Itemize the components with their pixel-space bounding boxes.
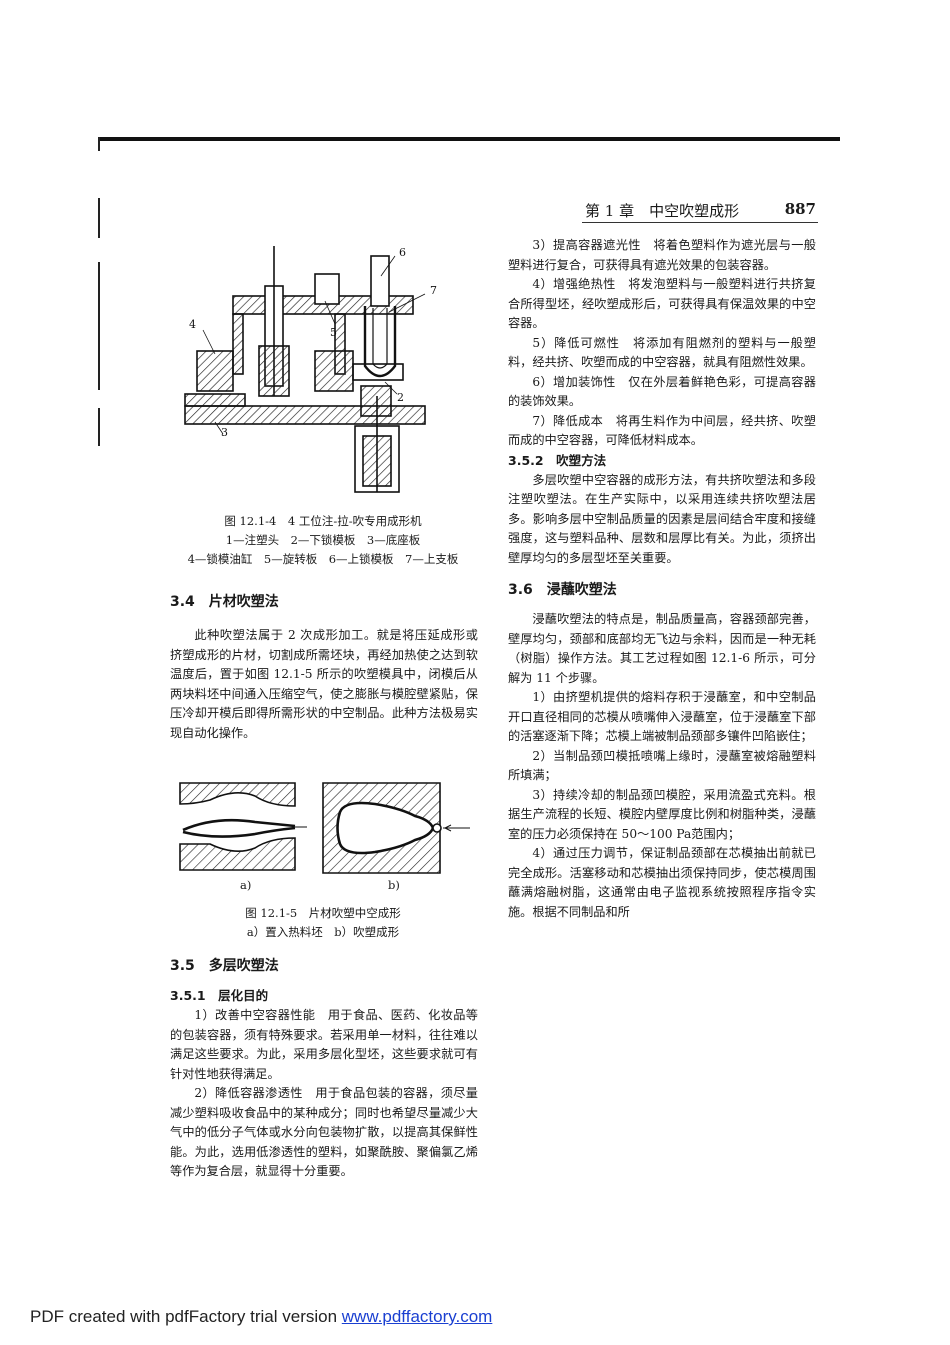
pdf-footer: PDF created with pdfFactory trial versio…: [30, 1307, 492, 1327]
figure-caption: 图 12.1-5 片材吹塑中空成形: [245, 906, 401, 920]
list-item: 2）当制品颈凹模抵喷嘴上缘时，浸蘸室被熔融塑料所填满；: [508, 748, 816, 783]
list-item: 5）降低可燃性 将添加有阻燃剂的塑料与一般塑料，经共挤、吹塑而成的中空容器，就具…: [508, 335, 816, 370]
list-item: 4）通过压力调节，保证制品颈部在芯模抽出前就已完全成形。活塞移动和芯模抽出须保持…: [508, 846, 816, 919]
margin-line: [98, 408, 100, 446]
figure-12-1-4-drawing: 3 2 4 5 6 7: [184, 246, 437, 493]
left-column-top: 3.4 片材吹塑法 此种吹塑法属于 2 次成形加工。就是将压延成形或挤塑成形的片…: [170, 590, 478, 743]
page-number: 887: [784, 200, 816, 218]
fig4-label-4: 4: [189, 318, 196, 331]
margin-line: [98, 137, 100, 151]
fig4-label-1: 3: [221, 426, 228, 439]
fig5-label-b: b): [388, 878, 400, 892]
top-rule: [100, 137, 840, 141]
list-item: 1）改善中空容器性能 用于食品、医药、化妆品等的包装容器，须有特殊要求。若采用单…: [170, 1008, 478, 1081]
fig5-label-a: a): [240, 878, 252, 892]
figure-legend: 4—锁模油缸 5—旋转板 6—上锁模板 7—上支板: [187, 552, 459, 566]
list-item: 4）增强绝热性 将发泡塑料与一般塑料进行共挤复合所得型坯，经吹塑成形后，可获得具…: [508, 277, 816, 330]
subsection-heading-3-5-2: 3.5.2 吹塑方法: [508, 452, 607, 468]
list-item: 3）持续冷却的制品颈凹模腔，采用流盈式充料。根据生产流程的长短、模腔内壁厚度比例…: [508, 787, 816, 841]
figure-caption: 图 12.1-4 4 工位注-拉-吹专用成形机: [224, 514, 422, 528]
list-item: 1）由挤塑机提供的熔料存积于浸蘸室，和中空制品开口直径相同的芯模从喷嘴伸入浸蘸室…: [508, 690, 816, 743]
fig4-label-7: 7: [430, 284, 437, 297]
paragraph: 此种吹塑法属于 2 次成形加工。就是将压延成形或挤塑成形的片材，切割成所需坯块，…: [170, 628, 478, 740]
section-heading-3-6: 3.6 浸蘸吹塑法: [508, 582, 617, 598]
margin-line: [98, 198, 100, 238]
list-item: 6）增加装饰性 仅在外层着鲜艳色彩，可提高容器的装饰效果。: [508, 374, 816, 409]
figure-legend: 1—注塑头 2—下锁模板 3—底座板: [225, 533, 421, 547]
left-column-bottom: 3.5 多层吹塑法 3.5.1 层化目的 1）改善中空容器性能 用于食品、医药、…: [170, 954, 478, 1182]
fig4-label-5: 5: [330, 326, 337, 339]
subsection-heading-3-5-1: 3.5.1 层化目的: [170, 988, 269, 1003]
footer-text: PDF created with pdfFactory trial versio…: [30, 1307, 342, 1326]
footer-link[interactable]: www.pdffactory.com: [341, 1307, 493, 1326]
right-column: 3）提高容器遮光性 将着色塑料作为遮光层与一般塑料进行复合，可获得具有遮光效果的…: [508, 236, 816, 922]
figure-12-1-5-drawing: [179, 782, 470, 874]
figure-12-1-5-caption-block: 图 12.1-5 片材吹塑中空成形 a）置入热料坯 b）吹塑成形: [168, 904, 478, 942]
chapter-title: 第 1 章 中空吹塑成形: [585, 202, 740, 220]
header-rule: [582, 222, 818, 223]
paragraph: 多层吹塑中空容器的成形方法，有共挤吹塑法和多段注塑吹塑法。在生产实际中，以采用连…: [508, 472, 816, 565]
margin-line: [98, 262, 100, 390]
figure-12-1-4-caption-block: 图 12.1-4 4 工位注-拉-吹专用成形机 1—注塑头 2—下锁模板 3—底…: [168, 512, 478, 569]
fig4-label-2: 2: [397, 391, 404, 404]
section-heading-3-4: 3.4 片材吹塑法: [170, 594, 279, 610]
running-header: 第 1 章 中空吹塑成形 887: [565, 200, 820, 222]
list-item: 3）提高容器遮光性 将着色塑料作为遮光层与一般塑料进行复合，可获得具有遮光效果的…: [508, 238, 816, 272]
paragraph: 浸蘸吹塑法的特点是，制品质量高，容器颈部完善，壁厚均匀，颈部和底部均无飞边与余料…: [508, 612, 816, 685]
fig4-label-6: 6: [399, 246, 406, 259]
list-item: 7）降低成本 将再生料作为中间层，经共挤、吹塑而成的中空容器，可降低材料成本。: [508, 413, 816, 448]
section-heading-3-5: 3.5 多层吹塑法: [170, 958, 279, 974]
list-item: 2）降低容器渗透性 用于食品包装的容器，须尽量减少塑料吸收食品中的某种成分；同时…: [170, 1086, 478, 1178]
figure-legend: a）置入热料坯 b）吹塑成形: [246, 925, 400, 939]
